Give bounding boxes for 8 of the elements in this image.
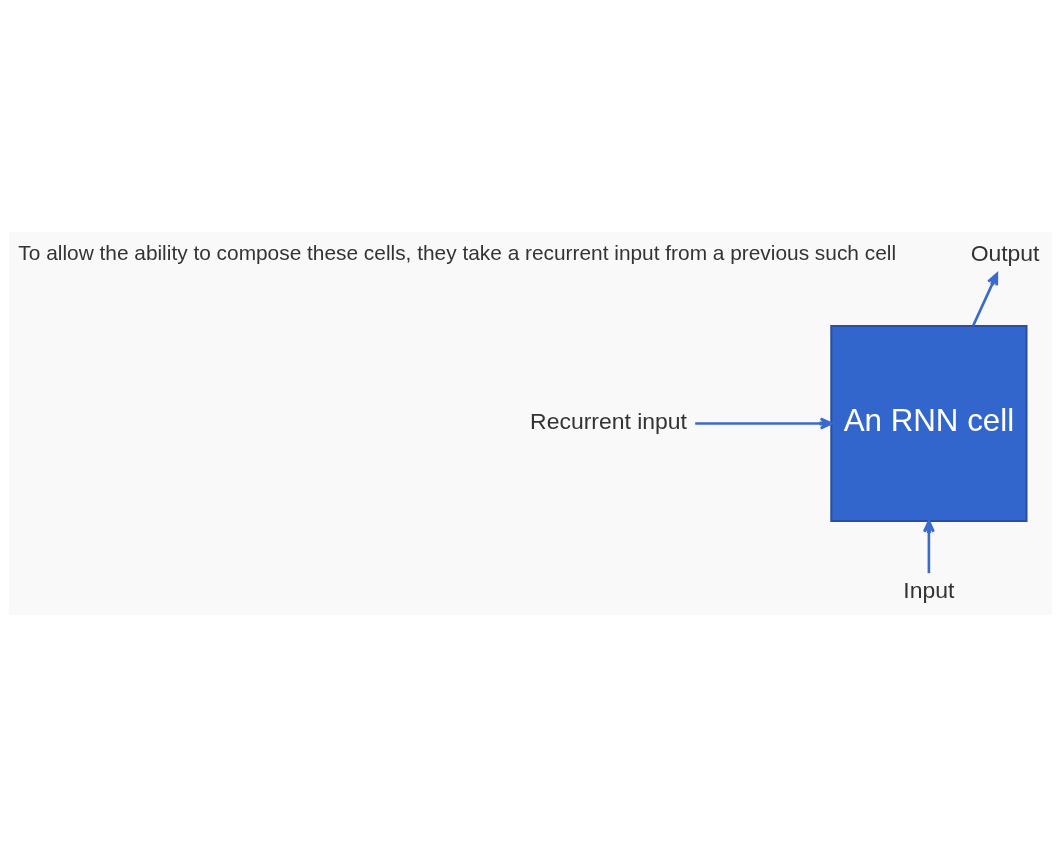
arrow [695,417,833,429]
arrow [922,519,935,573]
arrow [972,272,999,326]
node-box: An RNN cell [830,324,1028,522]
label: To allow the ability to compose these cells, they take a recurrent input from a previous such cell [18,240,897,264]
node-text: Output [970,239,1040,266]
node-text: Input [903,576,955,603]
node-text: Recurrent input [530,407,687,434]
